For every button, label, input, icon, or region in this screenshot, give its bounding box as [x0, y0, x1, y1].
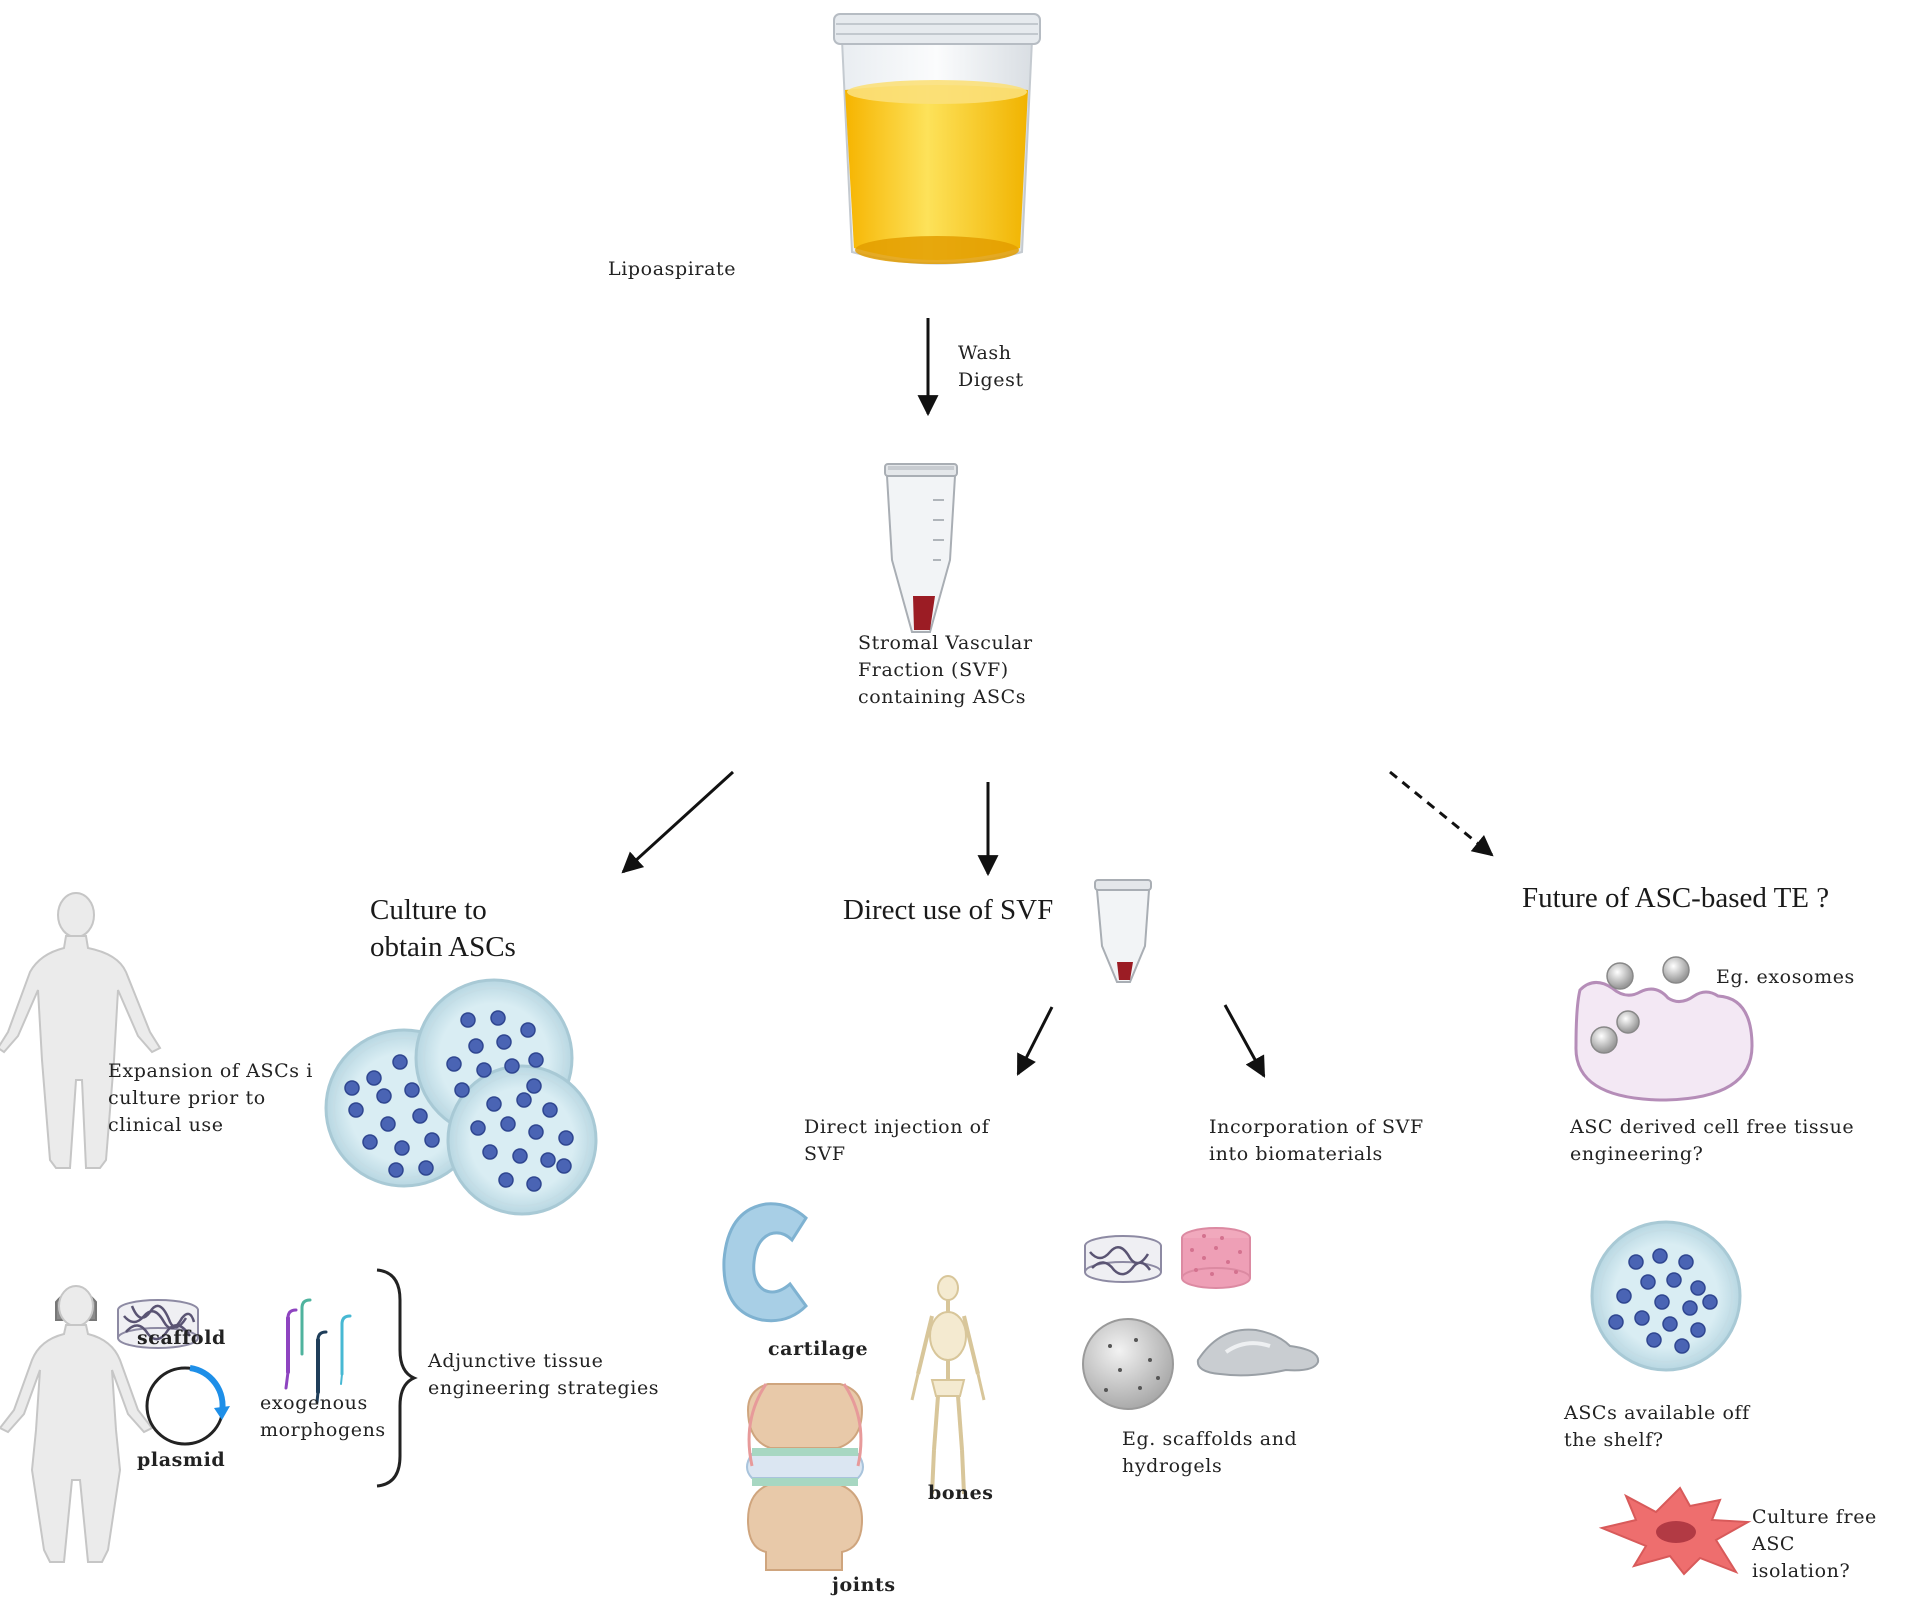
eg-exosomes-label: Eg. exosomes	[1716, 966, 1855, 988]
incorporation-label: Incorporation of SVF into biomaterials	[1209, 1116, 1424, 1165]
cartilage-icon	[722, 1202, 808, 1323]
incorporation-arrow	[1223, 1004, 1266, 1078]
direct-injection-label: Direct injection of SVF	[804, 1116, 990, 1165]
off-shelf-label: ASCs available off the shelf?	[1564, 1402, 1750, 1451]
future-heading: Future of ASC-based TE ?	[1522, 882, 1830, 914]
petri-dishes-icon	[324, 978, 598, 1216]
small-svf-tube-icon	[1094, 879, 1152, 983]
morphogens-label: exogenous morphogens	[260, 1392, 386, 1441]
hydrogel-blob-icon	[1196, 1328, 1320, 1377]
morphogens-icon	[284, 1298, 352, 1404]
injection-arrow	[1016, 1006, 1054, 1076]
male-body-icon	[0, 892, 162, 1169]
plasmid-label: plasmid	[137, 1449, 226, 1471]
biomaterial-scaffold-icon	[1084, 1235, 1162, 1283]
female-body-icon	[0, 1285, 154, 1563]
future-dashed-arrow	[1389, 770, 1494, 857]
culture-heading: Culture to obtain ASCs	[370, 894, 516, 963]
exosome-cell-icon	[1574, 956, 1754, 1102]
plasmid-icon	[145, 1365, 230, 1446]
fibroblast-cell-icon	[1598, 1486, 1752, 1576]
lipoaspirate-cup-icon	[833, 13, 1041, 265]
bones-label: bones	[928, 1482, 994, 1504]
culture-arrow	[621, 770, 735, 874]
porous-cylinder-icon	[1181, 1227, 1251, 1289]
adjunctive-brace	[376, 1268, 418, 1488]
off-shelf-dish-icon	[1590, 1220, 1742, 1372]
culture-free-label: Culture free ASC isolation?	[1752, 1506, 1877, 1582]
expansion-label: Expansion of ASCs i culture prior to cli…	[108, 1060, 313, 1136]
wash-digest-label: Wash Digest	[958, 342, 1024, 391]
cell-free-label: ASC derived cell free tissue engineering…	[1570, 1116, 1855, 1165]
hydrogel-sphere-icon	[1082, 1318, 1174, 1410]
joints-label: joints	[832, 1574, 896, 1596]
lipoaspirate-label: Lipoaspirate	[608, 258, 737, 280]
direct-use-heading: Direct use of SVF	[843, 894, 1054, 926]
adjunctive-label: Adjunctive tissue engineering strategies	[428, 1350, 660, 1399]
cartilage-label: cartilage	[768, 1338, 869, 1360]
svf-tube-icon	[884, 463, 958, 633]
scaffold-label: scaffold	[137, 1327, 226, 1349]
skeleton-icon	[910, 1275, 986, 1495]
svf-label: Stromal Vascular Fraction (SVF) containi…	[858, 632, 1033, 708]
eg-scaffolds-label: Eg. scaffolds and hydrogels	[1122, 1428, 1298, 1477]
scaffold-icon	[117, 1299, 199, 1349]
joint-icon	[746, 1383, 864, 1571]
